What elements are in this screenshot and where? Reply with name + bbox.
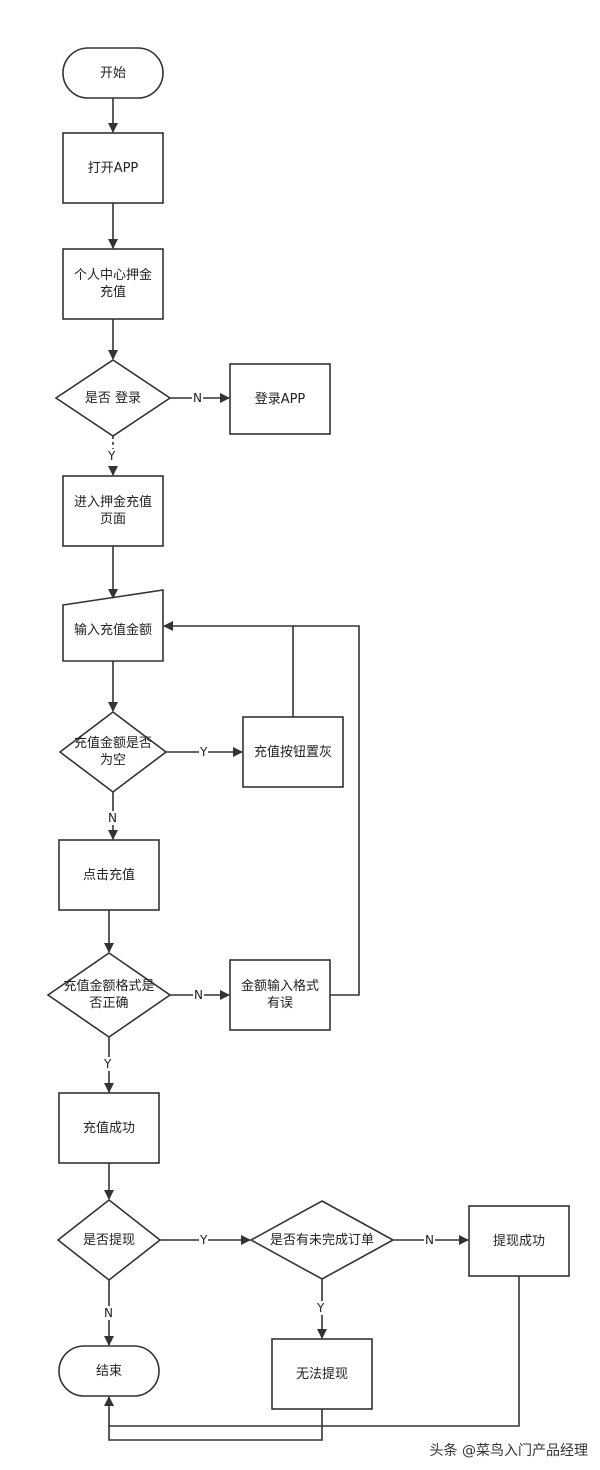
edge-format-error-back xyxy=(293,625,360,996)
watermark-text: 头条 @菜鸟入门产品经理 xyxy=(429,1443,588,1459)
open-app-label: 打开APP xyxy=(87,160,139,176)
amount-empty-label: 充值金额是否 为空 xyxy=(73,736,152,768)
format-error-label: 金额输入格式 有误 xyxy=(240,979,319,1011)
button-grey-label: 充值按钮置灰 xyxy=(253,744,332,760)
start-node: 开始 xyxy=(63,48,163,98)
edge-label-withdraw-yes: Y xyxy=(199,1233,209,1247)
cannot-withdraw-box xyxy=(271,1338,373,1410)
end-node: 结束 xyxy=(59,1346,159,1396)
button-grey-node: 充值按钮置灰 xyxy=(243,717,343,787)
input-amount-shape xyxy=(62,589,164,662)
format-correct-node: 充值金额格式是 否正确 xyxy=(48,953,170,1037)
cannot-withdraw-node: 无法提现 xyxy=(272,1339,372,1409)
click-recharge-node: 点击充值 xyxy=(59,840,159,910)
withdraw-success-label: 提现成功 xyxy=(492,1233,545,1249)
login-app-box xyxy=(229,363,331,435)
open-app-box xyxy=(62,132,164,204)
click-recharge-label: 点击充值 xyxy=(82,867,135,883)
is-withdraw-label: 是否提现 xyxy=(82,1232,135,1248)
amount-empty-node: 充值金额是否 为空 xyxy=(60,712,166,792)
is-logged-in-label: 是否 登录 xyxy=(84,390,142,406)
format-error-node: 金额输入格式 有误 xyxy=(230,960,330,1030)
deposit-center-node: 个人中心押金 充值 xyxy=(63,249,163,319)
click-recharge-box xyxy=(58,839,160,911)
login-app-node: 登录APP xyxy=(230,364,330,434)
open-app-node: 打开APP xyxy=(63,133,163,203)
edge-label-format-yes: Y xyxy=(103,1057,113,1071)
deposit-center-label: 个人中心押金 充值 xyxy=(73,268,152,300)
cannot-withdraw-label: 无法提现 xyxy=(295,1366,348,1382)
enter-deposit-page-node: 进入押金充值 页面 xyxy=(63,476,163,546)
edge-label-empty-yes: Y xyxy=(199,745,209,759)
start-label: 开始 xyxy=(99,65,126,81)
unfinished-order-label: 是否有未完成订单 xyxy=(269,1232,374,1248)
edge-grey-back-to-input xyxy=(163,621,294,717)
recharge-success-box xyxy=(58,1092,160,1164)
button-grey-box xyxy=(242,716,344,788)
edge-label-withdraw-no: N xyxy=(103,1306,114,1320)
edge-label-empty-no: N xyxy=(107,811,118,825)
format-error-box xyxy=(229,959,331,1031)
edge-label-format-no: N xyxy=(193,988,204,1002)
unfinished-order-node: 是否有未完成订单 xyxy=(251,1201,393,1279)
is-logged-in-node: 是否 登录 xyxy=(56,360,170,436)
edge-label-order-yes: Y xyxy=(316,1301,326,1315)
edge-label-login-yes: Y xyxy=(107,449,117,463)
edge-label-login-no: N xyxy=(192,391,203,405)
recharge-success-label: 充值成功 xyxy=(82,1120,135,1136)
enter-deposit-page-label: 进入押金充值 页面 xyxy=(73,495,152,527)
is-withdraw-node: 是否提现 xyxy=(58,1200,160,1280)
login-app-label: 登录APP xyxy=(254,391,306,407)
withdraw-success-box xyxy=(468,1205,570,1277)
input-amount-label: 输入充值金额 xyxy=(73,622,152,638)
edge-label-order-no: N xyxy=(424,1233,435,1247)
deposit-center-box xyxy=(62,248,164,320)
edge-cannot-withdraw-end xyxy=(108,1409,323,1441)
format-correct-label: 充值金额格式是 否正确 xyxy=(63,979,155,1011)
recharge-success-node: 充值成功 xyxy=(59,1093,159,1163)
edge-withdraw-success-end xyxy=(104,1276,520,1427)
withdraw-success-node: 提现成功 xyxy=(469,1206,569,1276)
end-label: 结束 xyxy=(95,1363,122,1379)
input-amount-node: 输入充值金额 xyxy=(63,605,163,655)
